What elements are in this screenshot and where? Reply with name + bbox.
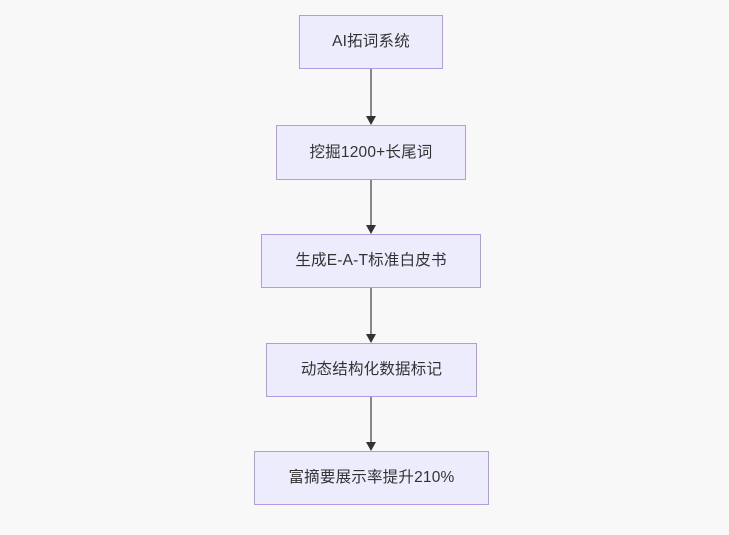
node-label: 生成E-A-T标准白皮书	[295, 252, 447, 270]
node-label: 富摘要展示率提升210%	[288, 469, 455, 487]
node-label: 动态结构化数据标记	[300, 361, 443, 379]
node-dynamic-structured-data-markup[interactable]: 动态结构化数据标记	[266, 343, 477, 397]
node-mine-longtail-keywords[interactable]: 挖掘1200+长尾词	[276, 125, 466, 180]
arrowhead-icon	[366, 116, 376, 125]
edge-line	[370, 180, 372, 225]
node-generate-eat-whitepaper[interactable]: 生成E-A-T标准白皮书	[261, 234, 481, 288]
edge-structured-data-to-rich-snippet	[366, 397, 376, 451]
edge-whitepaper-to-structured-data	[366, 288, 376, 343]
node-rich-snippet-rate-increase[interactable]: 富摘要展示率提升210%	[254, 451, 489, 505]
arrowhead-icon	[366, 334, 376, 343]
edge-line	[370, 69, 372, 116]
edge-line	[370, 288, 372, 334]
node-label: AI拓词系统	[332, 33, 410, 51]
edge-ai-system-to-longtail	[366, 69, 376, 125]
edge-line	[370, 397, 372, 442]
edge-longtail-to-whitepaper	[366, 180, 376, 234]
arrowhead-icon	[366, 225, 376, 234]
node-ai-keyword-system[interactable]: AI拓词系统	[299, 15, 443, 69]
arrowhead-icon	[366, 442, 376, 451]
node-label: 挖掘1200+长尾词	[309, 143, 433, 161]
